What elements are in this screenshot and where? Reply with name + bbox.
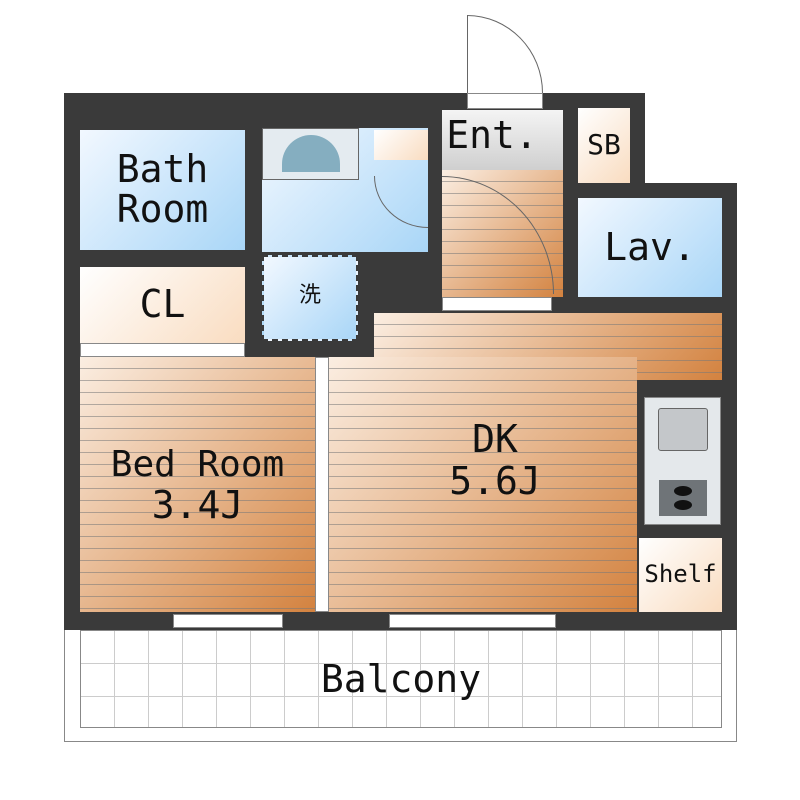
entrance bbox=[442, 110, 563, 170]
sink-icon bbox=[658, 408, 708, 451]
hallway-door bbox=[442, 297, 552, 311]
burner-icon bbox=[674, 486, 692, 496]
bedroom-sliding-door bbox=[315, 357, 329, 612]
closet-door bbox=[80, 343, 245, 357]
washbasin bbox=[262, 128, 359, 180]
washer-label: 洗 bbox=[298, 283, 321, 308]
dk-label: DK bbox=[472, 417, 518, 461]
washroom-cabinet bbox=[374, 130, 428, 160]
closet-label: CL bbox=[139, 282, 186, 326]
shelf bbox=[639, 538, 722, 612]
balcony-outline bbox=[64, 630, 737, 742]
dining-kitchen bbox=[329, 357, 637, 612]
bedroom-size: 3.4J bbox=[151, 483, 244, 527]
lavatory bbox=[578, 198, 722, 297]
kitchen-counter bbox=[644, 397, 721, 525]
entrance-label: Ent. bbox=[446, 113, 538, 157]
washer-space bbox=[262, 255, 358, 341]
dk-size: 5.6J bbox=[449, 459, 541, 503]
closet bbox=[80, 267, 245, 343]
dk-window bbox=[389, 614, 556, 628]
balcony-label: Balcony bbox=[320, 657, 482, 701]
burner-icon bbox=[674, 500, 692, 510]
entrance-door-swing bbox=[467, 15, 543, 93]
bedroom-window bbox=[173, 614, 283, 628]
shoe-box bbox=[578, 108, 630, 183]
bath-room-label: Bath Room bbox=[116, 147, 209, 231]
lavatory-label: Lav. bbox=[604, 225, 696, 269]
balcony bbox=[80, 630, 722, 728]
shelf-label: Shelf bbox=[644, 560, 717, 588]
entrance-doorway bbox=[467, 93, 543, 109]
bedroom-label: Bed Room bbox=[110, 444, 285, 485]
bath-room bbox=[80, 130, 245, 250]
bedroom bbox=[80, 357, 315, 612]
basin-bowl-icon bbox=[282, 135, 340, 172]
stove-icon bbox=[659, 480, 707, 516]
shoe-box-label: SB bbox=[587, 128, 621, 161]
